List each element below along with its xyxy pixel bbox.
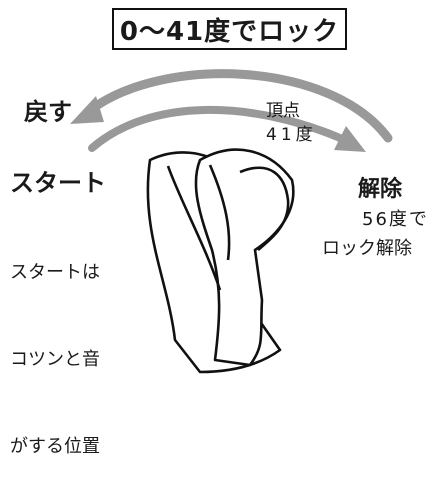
start-description-line: スタートは [10, 262, 100, 283]
twisted-part-illustration [146, 148, 295, 374]
return-label: 戻す [24, 98, 72, 126]
return-arrow-icon [70, 69, 393, 143]
release-arrow-icon [88, 105, 366, 152]
release-angle: 56度で [362, 209, 429, 230]
release-description: ロック解除 [322, 238, 412, 259]
page-title: 0～41度でロック [112, 8, 347, 50]
start-description: スタートは コツンと音 がする位置 [10, 200, 100, 490]
start-description-line: コツンと音 [10, 349, 100, 370]
start-description-line: がする位置 [10, 436, 100, 457]
diagram-canvas [70, 69, 393, 374]
peak-label: 頂点 [266, 101, 300, 121]
release-label: 解除 [358, 177, 403, 202]
peak-angle: 41度 [266, 125, 317, 145]
start-label: スタート [10, 169, 106, 197]
